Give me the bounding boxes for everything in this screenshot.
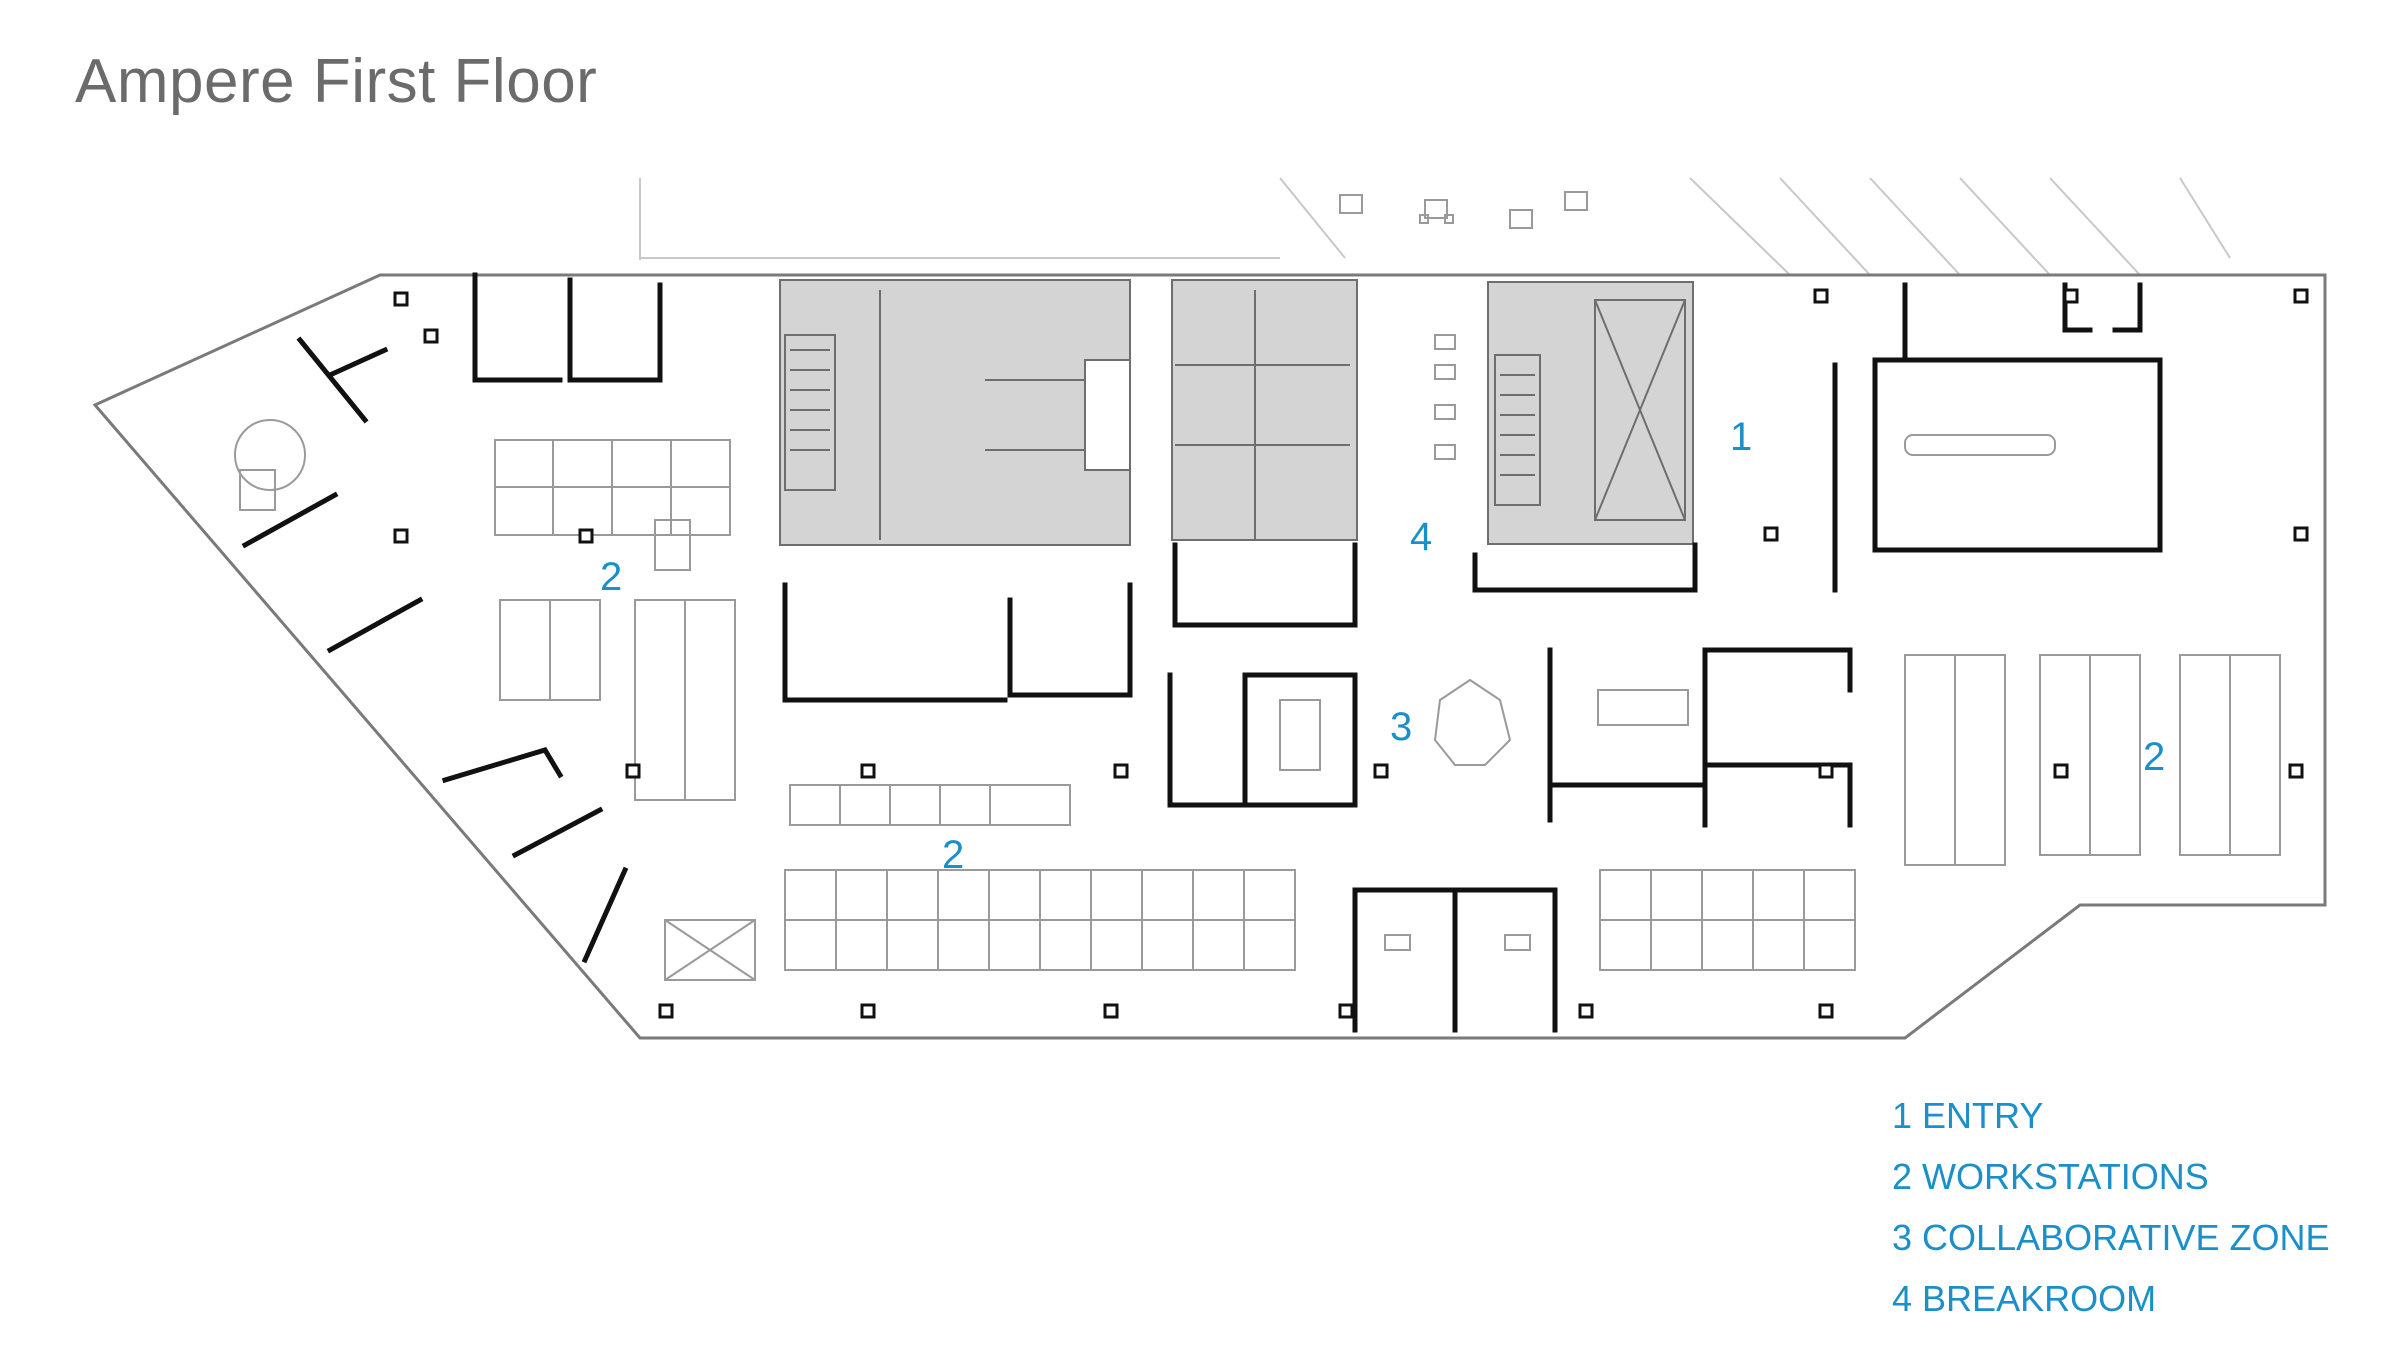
workstations [234,334,2281,981]
legend-item-collaborative-zone: 3 COLLABORATIVE ZONE [1892,1207,2329,1268]
legend-number: 3 [1892,1217,1913,1258]
legend-number: 1 [1892,1095,1913,1136]
plan-label-entry: 1 [1730,415,1752,459]
structural-columns [393,288,2309,1019]
page-title: Ampere First Floor [75,47,598,116]
legend-name: ENTRY [1922,1095,2044,1136]
plan-label-workstations-center: 2 [942,833,964,877]
plan-label-collaborative: 3 [1390,705,1412,749]
plan-label-breakroom: 4 [1410,515,1432,559]
building-cores [779,279,1694,546]
legend-item-workstations: 2 WORKSTATIONS [1892,1146,2329,1207]
zone-legend: 1 ENTRY 2 WORKSTATIONS 3 COLLABORATIVE Z… [1892,1085,2329,1329]
legend-item-breakroom: 4 BREAKROOM [1892,1268,2329,1329]
plan-label-workstations-left: 2 [600,555,622,599]
core-details [784,290,1686,540]
legend-number: 4 [1892,1278,1913,1319]
site-context [639,177,2231,276]
legend-number: 2 [1892,1156,1913,1197]
legend-name: WORKSTATIONS [1922,1156,2209,1197]
legend-name: COLLABORATIVE ZONE [1922,1217,2330,1258]
patio-furniture [1339,191,1588,229]
plan-label-workstations-right: 2 [2143,735,2165,779]
building-outline [92,273,2327,1040]
walls [241,272,2163,1033]
legend-name: BREAKROOM [1922,1278,2157,1319]
legend-item-entry: 1 ENTRY [1892,1085,2329,1146]
